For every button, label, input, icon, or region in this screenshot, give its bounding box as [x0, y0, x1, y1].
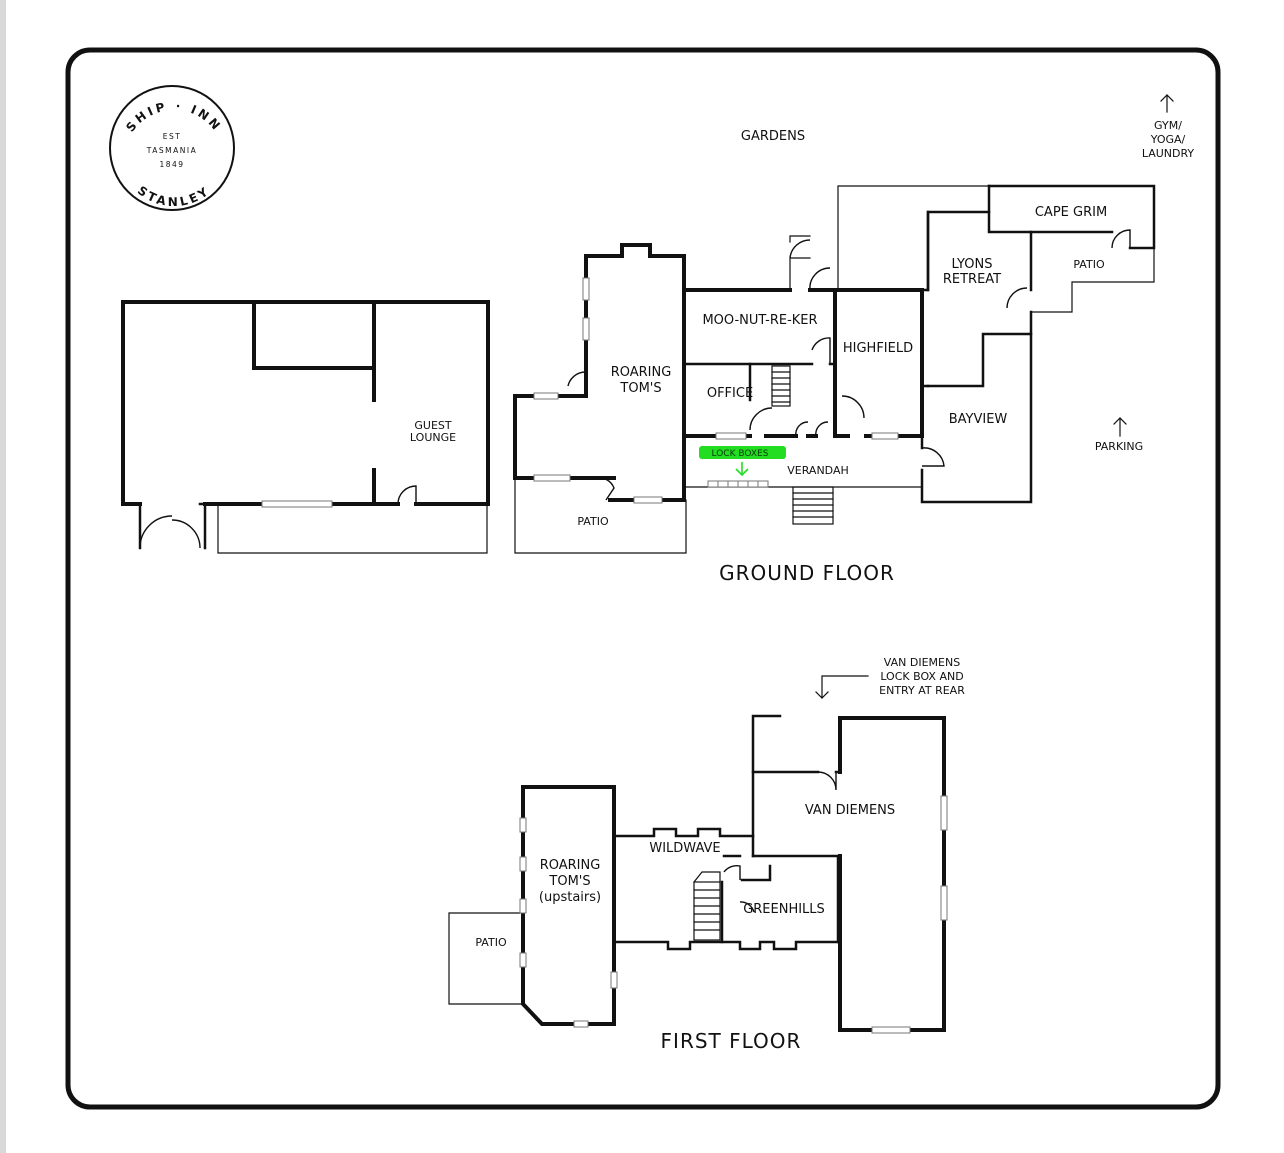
arrow-down-icon	[815, 675, 869, 699]
note-line-2: LOCK BOX AND	[880, 670, 963, 683]
arrow-up-icon	[1160, 94, 1174, 113]
room-guest-lounge-1: GUEST	[414, 419, 452, 432]
room-roaring-toms-up-2: TOM'S	[548, 874, 590, 889]
room-roaring-toms-1: ROARING	[611, 365, 672, 380]
gym-label-2: YOGA/	[1150, 133, 1186, 146]
van-diemens: VAN DIEMENS	[751, 714, 948, 1034]
gardens-label: GARDENS	[741, 129, 805, 144]
gym-label-3: LAUNDRY	[1142, 147, 1195, 160]
stairs	[771, 365, 791, 407]
room-roaring-toms-2: TOM'S	[619, 381, 661, 396]
page-edge-strip	[0, 0, 6, 1153]
ground-floor-title: GROUND FLOOR	[719, 561, 895, 585]
double-door	[139, 515, 201, 549]
room-roaring-toms-up-1: ROARING	[540, 858, 601, 873]
arrow-down-icon	[735, 462, 749, 477]
room-cape-grim: CAPE GRIM	[1035, 205, 1107, 220]
room-wildwave: WILDWAVE	[649, 841, 720, 856]
gym-direction: GYM/ YOGA/ LAUNDRY	[1142, 94, 1195, 160]
room-patio-first: PATIO	[475, 936, 507, 949]
room-lyons-retreat-1: LYONS	[952, 257, 993, 272]
room-guest-lounge-2: LOUNGE	[410, 431, 456, 444]
room-roaring-toms-up-3: (upstairs)	[539, 890, 601, 905]
room-patio-right: PATIO	[1073, 258, 1105, 271]
room-verandah: VERANDAH	[787, 464, 849, 477]
room-van-diemens: VAN DIEMENS	[805, 803, 895, 818]
room-greenhills: GREENHILLS	[743, 902, 825, 917]
note-line-3: ENTRY AT REAR	[879, 684, 965, 697]
room-highfield: HIGHFIELD	[843, 341, 913, 356]
arrow-up-icon	[1113, 417, 1127, 437]
first-floor-title: FIRST FLOOR	[661, 1029, 802, 1053]
roaring-toms-ground: ROARING TOM'S PATIO	[513, 243, 687, 554]
stairs	[693, 871, 721, 941]
van-diemens-note: VAN DIEMENS LOCK BOX AND ENTRY AT REAR	[815, 656, 965, 699]
gym-label-1: GYM/	[1154, 119, 1182, 132]
right-wing-ground: LYONS RETREAT CAPE GRIM PATIO BAYVIEW	[837, 184, 1156, 504]
room-moo-nut-re-ker: MOO-NUT-RE-KER	[702, 313, 817, 328]
central-block-ground: MOO-NUT-RE-KER OFFICE HIGHFIELD	[682, 235, 924, 440]
logo-state: TASMANIA	[146, 146, 197, 155]
steps	[792, 486, 834, 525]
room-patio-left: PATIO	[577, 515, 609, 528]
room-office: OFFICE	[707, 386, 753, 401]
map-frame	[65, 47, 1221, 1110]
note-line-1: VAN DIEMENS	[884, 656, 960, 669]
room-lyons-retreat-2: RETREAT	[943, 272, 1001, 287]
logo-year: 1849	[159, 160, 184, 169]
guest-lounge-building: GUEST LOUNGE	[121, 300, 490, 554]
parking-direction: PARKING	[1095, 417, 1143, 453]
lock-boxes-label: LOCK BOXES	[712, 449, 769, 459]
roaring-toms-upstairs: ROARING TOM'S (upstairs) PATIO	[448, 785, 618, 1028]
door	[397, 485, 417, 505]
parking-label: PARKING	[1095, 440, 1143, 453]
verandah: LOCK BOXES VERANDAH	[683, 446, 923, 525]
logo-est: EST	[163, 132, 182, 141]
lock-boxes-badge	[699, 446, 786, 459]
room-bayview: BAYVIEW	[949, 412, 1008, 427]
